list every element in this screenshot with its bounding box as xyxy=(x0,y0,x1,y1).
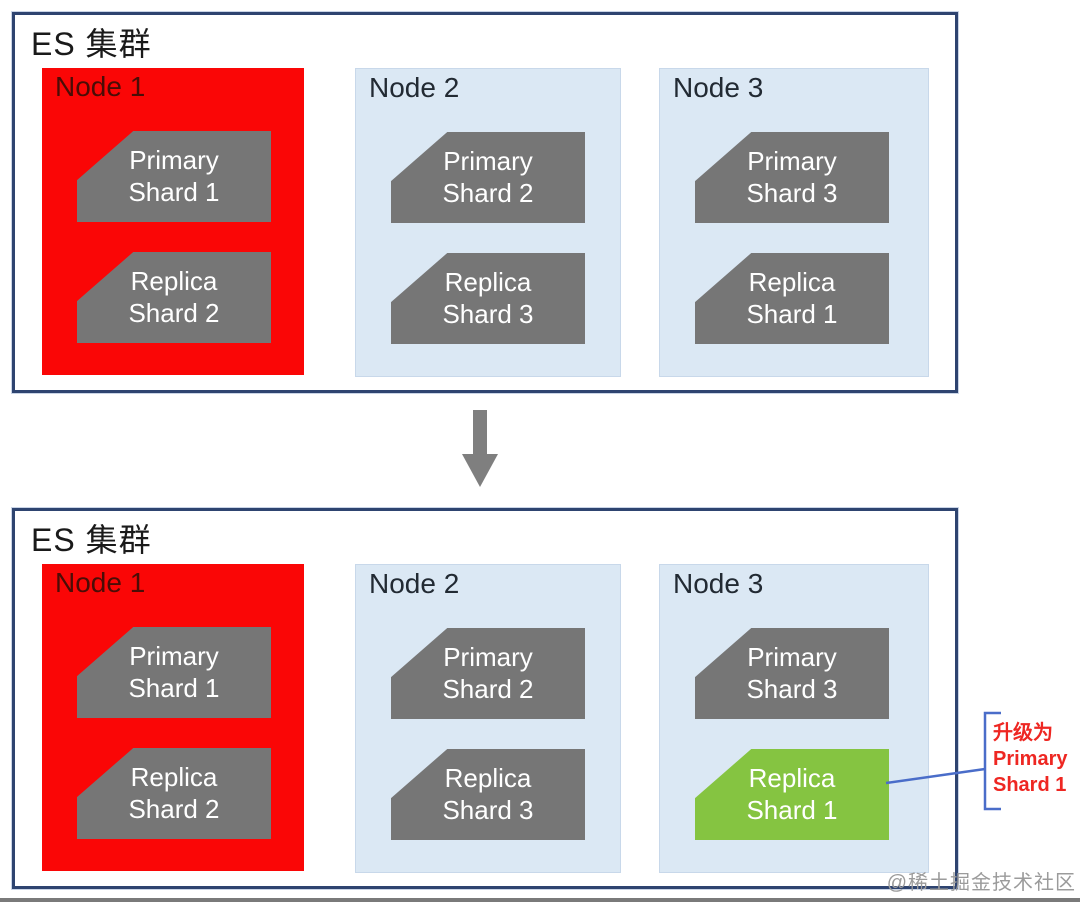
node-label: Node 3 xyxy=(673,72,764,103)
node-3: Node 3 Primary Shard 3 Replica Shard 1 xyxy=(659,68,929,377)
shard-label-line: Primary xyxy=(129,145,219,176)
arrow-down-icon xyxy=(460,410,500,488)
shard-label-line: Primary xyxy=(747,146,837,177)
shard-label-line: Shard 2 xyxy=(128,297,220,328)
cluster-box-after: ES 集群 Node 1 Primary Shard 1 Replica Sha… xyxy=(12,508,958,889)
shard-label-line: Primary xyxy=(129,641,219,672)
shard-label-line: Shard 1 xyxy=(128,672,220,703)
annotation-line: Primary xyxy=(993,748,1068,770)
node-label: Node 1 xyxy=(55,71,146,102)
shard-primary-2: Primary Shard 2 xyxy=(391,628,585,719)
node-3: Node 3 Primary Shard 3 Replica Shard 1 xyxy=(659,564,929,873)
shard-label-line: Shard 3 xyxy=(442,794,534,825)
node-1: Node 1 Primary Shard 1 Replica Shard 2 xyxy=(42,68,304,375)
shard-label-line: Replica xyxy=(748,763,836,794)
watermark: @稀土掘金技术社区 xyxy=(886,872,1076,894)
shard-replica-3: Replica Shard 3 xyxy=(391,749,585,840)
node-label: Node 1 xyxy=(55,567,146,598)
node-label: Node 3 xyxy=(673,568,764,599)
cluster-box-before: ES 集群 Node 1 Primary Shard 1 Replica Sha… xyxy=(12,12,958,393)
shard-label-line: Shard 3 xyxy=(746,673,838,704)
shard-label-line: Primary xyxy=(747,642,837,673)
shard-label-line: Shard 1 xyxy=(746,794,838,825)
cluster-title: ES 集群 xyxy=(31,522,152,558)
node-2: Node 2 Primary Shard 2 Replica Shard 3 xyxy=(355,68,621,377)
shard-label-line: Shard 2 xyxy=(442,177,534,208)
shard-label-line: Shard 3 xyxy=(442,298,534,329)
shard-primary-3: Primary Shard 3 xyxy=(695,132,889,223)
shard-label-line: Replica xyxy=(130,762,218,793)
node-1: Node 1 Primary Shard 1 Replica Shard 2 xyxy=(42,564,304,871)
bottom-edge-strip xyxy=(0,898,1080,902)
shard-replica-2: Replica Shard 2 xyxy=(77,252,271,343)
shard-replica-2: Replica Shard 2 xyxy=(77,748,271,839)
shard-label-line: Shard 1 xyxy=(128,176,220,207)
shard-label-line: Replica xyxy=(130,266,218,297)
shard-replica-1: Replica Shard 1 xyxy=(695,253,889,344)
shard-label-line: Shard 3 xyxy=(746,177,838,208)
shard-label-line: Replica xyxy=(748,267,836,298)
shard-label-line: Shard 2 xyxy=(128,793,220,824)
shard-label-line: Primary xyxy=(443,642,533,673)
cluster-title: ES 集群 xyxy=(31,26,152,62)
shard-primary-1: Primary Shard 1 xyxy=(77,627,271,718)
shard-primary-3: Primary Shard 3 xyxy=(695,628,889,719)
shard-label-line: Replica xyxy=(444,763,532,794)
shard-replica-3: Replica Shard 3 xyxy=(391,253,585,344)
shard-label-line: Primary xyxy=(443,146,533,177)
shard-label-line: Shard 1 xyxy=(746,298,838,329)
annotation-line: 升级为 xyxy=(993,722,1053,744)
annotation-text: 升级为 Primary Shard 1 xyxy=(993,720,1079,798)
node-label: Node 2 xyxy=(369,568,460,599)
shard-primary-1: Primary Shard 1 xyxy=(77,131,271,222)
shard-label-line: Shard 2 xyxy=(442,673,534,704)
shard-replica-1-promoted: Replica Shard 1 xyxy=(695,749,889,840)
shard-label-line: Replica xyxy=(444,267,532,298)
node-2: Node 2 Primary Shard 2 Replica Shard 3 xyxy=(355,564,621,873)
shard-primary-2: Primary Shard 2 xyxy=(391,132,585,223)
annotation-line: Shard 1 xyxy=(993,774,1067,796)
node-label: Node 2 xyxy=(369,72,460,103)
